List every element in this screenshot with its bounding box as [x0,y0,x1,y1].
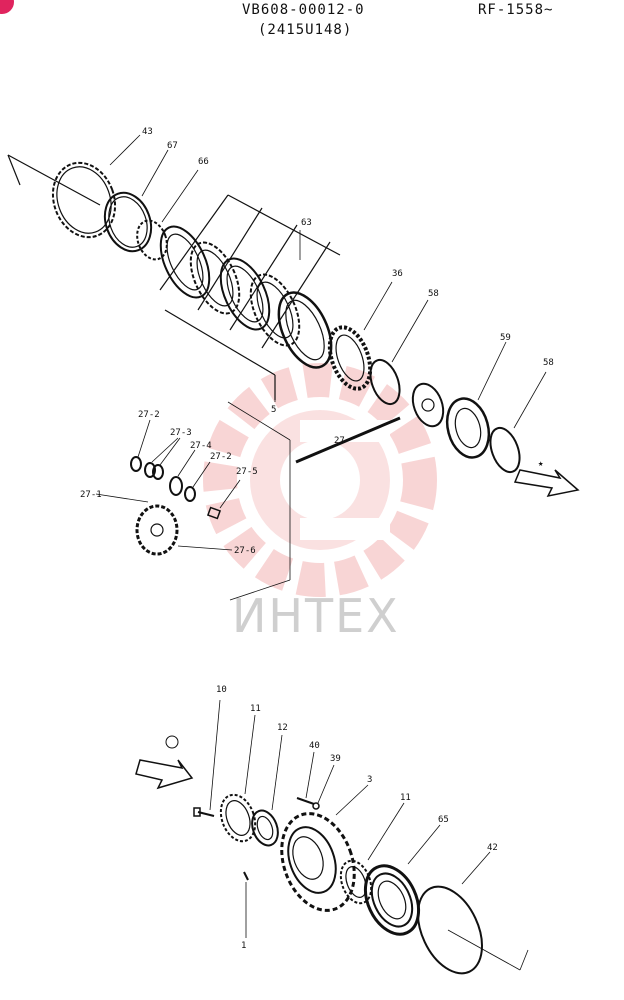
watermark-text: ИНТЕХ [232,589,400,643]
callout-58-b: 58 [543,358,554,368]
part-66-wave-ring [136,219,168,261]
star-icon: ★ [538,459,544,469]
callout-27-3: 27-3 [170,428,192,438]
callout-42: 42 [487,843,498,853]
callout-11-b: 11 [400,793,411,803]
part-58-snap-ring-b [489,426,521,474]
callout-27-2: 27-2 [138,410,160,420]
part-42-o-ring [417,885,483,975]
part-10-bolt [193,807,215,817]
part-27-2-washer-b [184,486,196,502]
part-59-clutch-hub [445,397,491,459]
callout-58: 58 [428,289,439,299]
callout-27-1: 27-1 [80,490,102,500]
part-27-4-nut [169,476,183,496]
document-subcode: (2415U148) [258,22,353,38]
callout-27-2-b: 27-2 [210,452,232,462]
part-67-ring [103,191,153,253]
part-36-gear-ring [327,325,373,391]
callout-27-5: 27-5 [236,467,258,477]
reference-code: RF-1558~ [478,2,554,18]
callout-27-4: 27-4 [190,441,212,451]
axis-line-right [447,929,521,971]
callout-40: 40 [309,741,320,751]
callout-63: 63 [301,218,312,228]
callout-11: 11 [250,704,261,714]
callout-27: 27 [334,436,345,446]
axis-line-left [7,154,101,206]
callout-1: 1 [241,941,246,951]
part-43-wave-ring [51,161,117,239]
part-27-5-pin [206,506,222,520]
callout-67: 67 [167,141,178,151]
callout-43: 43 [142,127,153,137]
part-63-clutch-pack [159,194,341,400]
part-1-pin [243,871,249,881]
callout-65: 65 [438,815,449,825]
axis-line-tick [7,154,21,186]
callout-3: 3 [367,775,372,785]
part-11-bearing [219,793,257,843]
part-12-race [251,809,279,847]
part-3-housing [280,812,356,912]
part-40-bolt [296,797,315,805]
direction-arrow-left [135,759,194,790]
part-27-2-washer [130,456,142,472]
callout-10: 10 [216,685,227,695]
star-marker [165,735,179,749]
part-65-seal [363,864,421,936]
document-code: VB608-00012-0 [242,2,365,18]
bracket-line [227,401,291,441]
direction-arrow-right [513,469,580,498]
part-27-shaft [295,382,445,464]
callout-39: 39 [330,754,341,764]
callout-5: 5 [271,405,276,415]
callout-66: 66 [198,157,209,167]
part-39-washer [312,802,320,810]
part-27-6-gear [135,504,179,556]
callout-27-6: 27-6 [234,546,256,556]
part-11-bearing-b [339,859,373,905]
callout-59: 59 [500,333,511,343]
part-58-snap-ring [369,358,401,406]
part-27-3-bearings [144,462,164,480]
callout-12: 12 [277,723,288,733]
callout-36: 36 [392,269,403,279]
